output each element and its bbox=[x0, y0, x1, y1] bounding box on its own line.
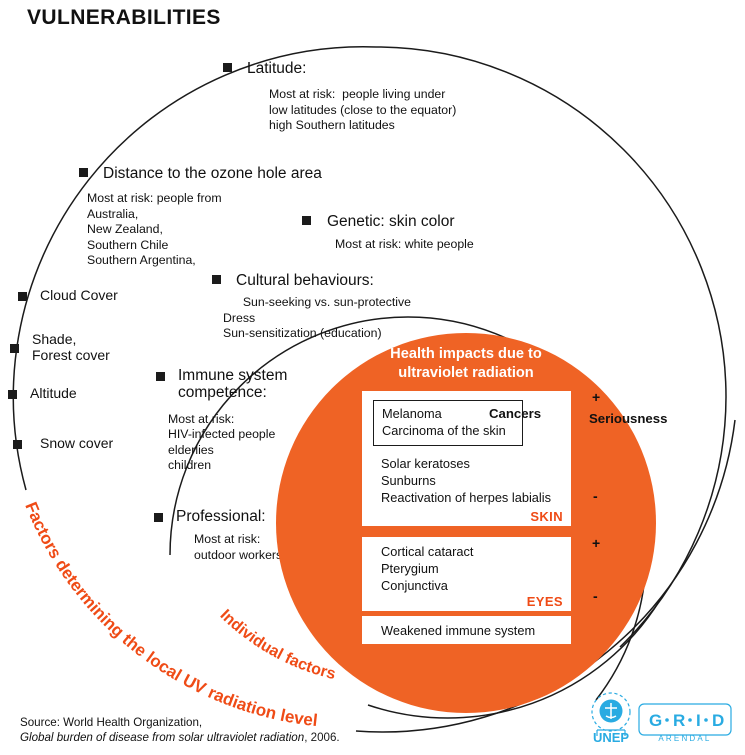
marker-ozone-hole-distance bbox=[79, 168, 88, 177]
unep-wordmark: UNEP bbox=[593, 730, 629, 745]
node-cultural-line-2: Dress bbox=[223, 310, 256, 325]
label-cloud-cover: Cloud Cover bbox=[40, 287, 118, 303]
globe-grid-icon bbox=[605, 703, 617, 719]
eyes-tag: EYES bbox=[526, 594, 563, 609]
node-genetic-heading: Genetic: skin color bbox=[327, 213, 455, 230]
node-latitude-line-1: Most at risk: people living under bbox=[269, 87, 446, 102]
eyes-item-2: Pterygium bbox=[381, 561, 439, 576]
node-genetic-skin-color: Genetic: skin color Most at risk: white … bbox=[327, 213, 587, 253]
skin-item-3: Reactivation of herpes labialis bbox=[381, 490, 552, 505]
node-genetic-line-1: Most at risk: white people bbox=[335, 237, 474, 252]
skin-item-1: Solar keratoses bbox=[381, 456, 470, 471]
source-line-1: Source: World Health Organization, bbox=[20, 716, 203, 729]
cancer-item-2: Carcinoma of the skin bbox=[382, 423, 506, 438]
skin-tag: SKIN bbox=[530, 509, 563, 524]
source-title: Global burden of disease from solar ultr… bbox=[20, 731, 305, 744]
marker-genetic-skin-color bbox=[302, 216, 311, 225]
immune-item-1: Weakened immune system bbox=[381, 623, 536, 638]
node-immune-line-2: HIV-infected people bbox=[168, 427, 276, 442]
node-ozone-line-4: Southern Chile bbox=[87, 237, 169, 252]
unep-logo: UNEP bbox=[591, 692, 631, 745]
node-immune-line-3: elderlies bbox=[168, 442, 214, 457]
marker-cloud-cover bbox=[18, 292, 27, 301]
grid-logo: G R I D ARENDAL bbox=[638, 703, 732, 743]
scale-plus-eyes: + bbox=[592, 535, 601, 551]
source-line-2: Global burden of disease from solar ultr… bbox=[20, 730, 340, 746]
node-professional-heading: Professional: bbox=[176, 508, 266, 525]
label-snow-cover: Snow cover bbox=[40, 435, 114, 451]
grid-letter-i: I bbox=[696, 711, 701, 730]
dot-icon bbox=[704, 718, 708, 722]
marker-immune-system-competence bbox=[156, 372, 165, 381]
middle-ring-arc-bottom bbox=[367, 599, 661, 719]
immune-panel: Weakened immune system bbox=[362, 616, 571, 644]
marker-professional bbox=[154, 513, 163, 522]
node-ozone-line-3: New Zealand, bbox=[87, 222, 163, 237]
node-ozone-line-2: Australia, bbox=[87, 206, 139, 221]
core-title: Health impacts due to ultraviolet radiat… bbox=[276, 345, 656, 382]
marker-snow-cover bbox=[13, 440, 22, 449]
node-professional-line-1: Most at risk: bbox=[194, 532, 261, 547]
arendal-wordmark: ARENDAL bbox=[658, 734, 711, 743]
eyes-panel: Cortical cataract Pterygium Conjunctiva … bbox=[362, 537, 571, 611]
dot-icon bbox=[665, 718, 669, 722]
node-immune-line-4: children bbox=[168, 458, 212, 473]
scale-plus-skin: + bbox=[592, 389, 601, 405]
grid-letter-g: G bbox=[649, 711, 662, 730]
node-ozone-line-1: Most at risk: people from bbox=[87, 191, 222, 206]
grid-letter-r: R bbox=[673, 711, 685, 730]
skin-panel: Melanoma Carcinoma of the skin Cancers S… bbox=[362, 391, 571, 526]
page-title: VULNERABILITIES bbox=[27, 6, 221, 29]
eyes-item-1: Cortical cataract bbox=[381, 544, 474, 559]
core-title-line-1: Health impacts due to bbox=[390, 346, 542, 362]
scale-label: Seriousness bbox=[589, 411, 668, 426]
node-ozone-heading: Distance to the ozone hole area bbox=[103, 165, 322, 182]
node-immune-line-1: Most at risk: bbox=[168, 411, 235, 426]
skin-item-2: Sunburns bbox=[381, 473, 436, 488]
node-latitude-heading: Latitude: bbox=[247, 60, 307, 77]
dot-icon bbox=[688, 718, 692, 722]
label-altitude: Altitude bbox=[30, 385, 77, 401]
node-cultural-heading: Cultural behaviours: bbox=[236, 272, 374, 289]
grid-letter-d: D bbox=[712, 711, 724, 730]
wreath-icon bbox=[591, 692, 631, 732]
node-cultural-line-1: Sun-seeking vs. sun-protective bbox=[236, 295, 411, 310]
node-latitude-line-3: high Southern latitudes bbox=[269, 118, 395, 133]
node-professional: Professional: Most at risk: outdoor work… bbox=[176, 508, 376, 563]
node-latitude: Latitude: Most at risk: people living un… bbox=[247, 60, 547, 134]
unep-grid-arendal-logo: UNEP G R I D ARENDAL bbox=[591, 692, 732, 745]
node-latitude-line-2: low latitudes (close to the equator) bbox=[269, 102, 457, 117]
outer-ring-arc bbox=[12, 46, 727, 648]
node-cultural-line-3: Sun-sensitization (education) bbox=[223, 326, 382, 341]
cancers-label: Cancers bbox=[489, 406, 542, 421]
marker-latitude bbox=[223, 63, 232, 72]
marker-shade-forest-cover bbox=[10, 344, 19, 353]
eyes-item-3: Conjunctiva bbox=[381, 578, 448, 593]
node-professional-line-2: outdoor workers bbox=[194, 547, 283, 562]
core-title-line-2: ultraviolet radiation bbox=[398, 364, 534, 381]
cancers-box: Melanoma Carcinoma of the skin bbox=[373, 400, 523, 446]
cancer-item-1: Melanoma bbox=[382, 406, 442, 421]
node-ozone-hole-distance: Distance to the ozone hole area Most at … bbox=[87, 165, 403, 269]
source-year: , 2006. bbox=[304, 731, 340, 744]
marker-altitude bbox=[8, 390, 17, 399]
node-cultural-behaviours: Cultural behaviours: Sun-seeking vs. sun… bbox=[223, 272, 506, 342]
scale-minus-eyes: - bbox=[593, 588, 598, 604]
outer-ring-arc-bottom bbox=[355, 419, 736, 733]
marker-cultural-behaviours bbox=[212, 275, 221, 284]
scale-minus-skin: - bbox=[593, 488, 598, 504]
node-ozone-line-5: Southern Argentina, bbox=[87, 253, 196, 268]
label-shade-forest-cover: Shade,Forest cover bbox=[32, 331, 110, 363]
